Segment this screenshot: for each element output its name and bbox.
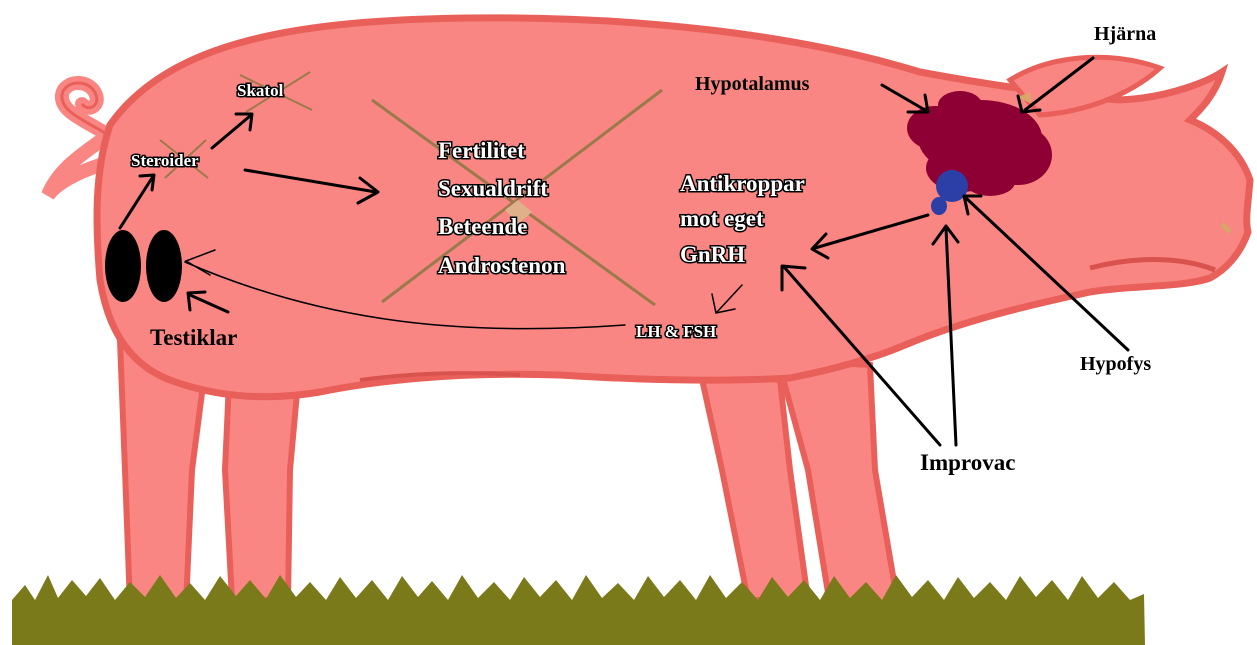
label-steroids: Steroider [131,151,199,170]
antibodies-line: GnRH [680,242,745,267]
effect-item: Androstenon [438,253,566,278]
label-skatol: Skatol [237,81,284,100]
label-lh-fsh: LH & FSH [636,322,716,341]
effect-item: Fertilitet [438,138,525,163]
label-testicles: Testiklar [150,325,237,350]
testicle-left [105,230,141,302]
effect-item: Beteende [438,214,527,239]
label-improvac: Improvac [920,450,1015,475]
label-hypothalamus: Hypotalamus [695,73,810,95]
antibodies-line: Antikroppar [680,171,805,196]
testicle-right [146,230,182,302]
effect-item: Sexualdrift [438,176,548,201]
antibodies-line: mot eget [680,206,764,231]
label-brain: Hjärna [1094,23,1156,45]
label-pituitary: Hypofys [1080,353,1151,375]
